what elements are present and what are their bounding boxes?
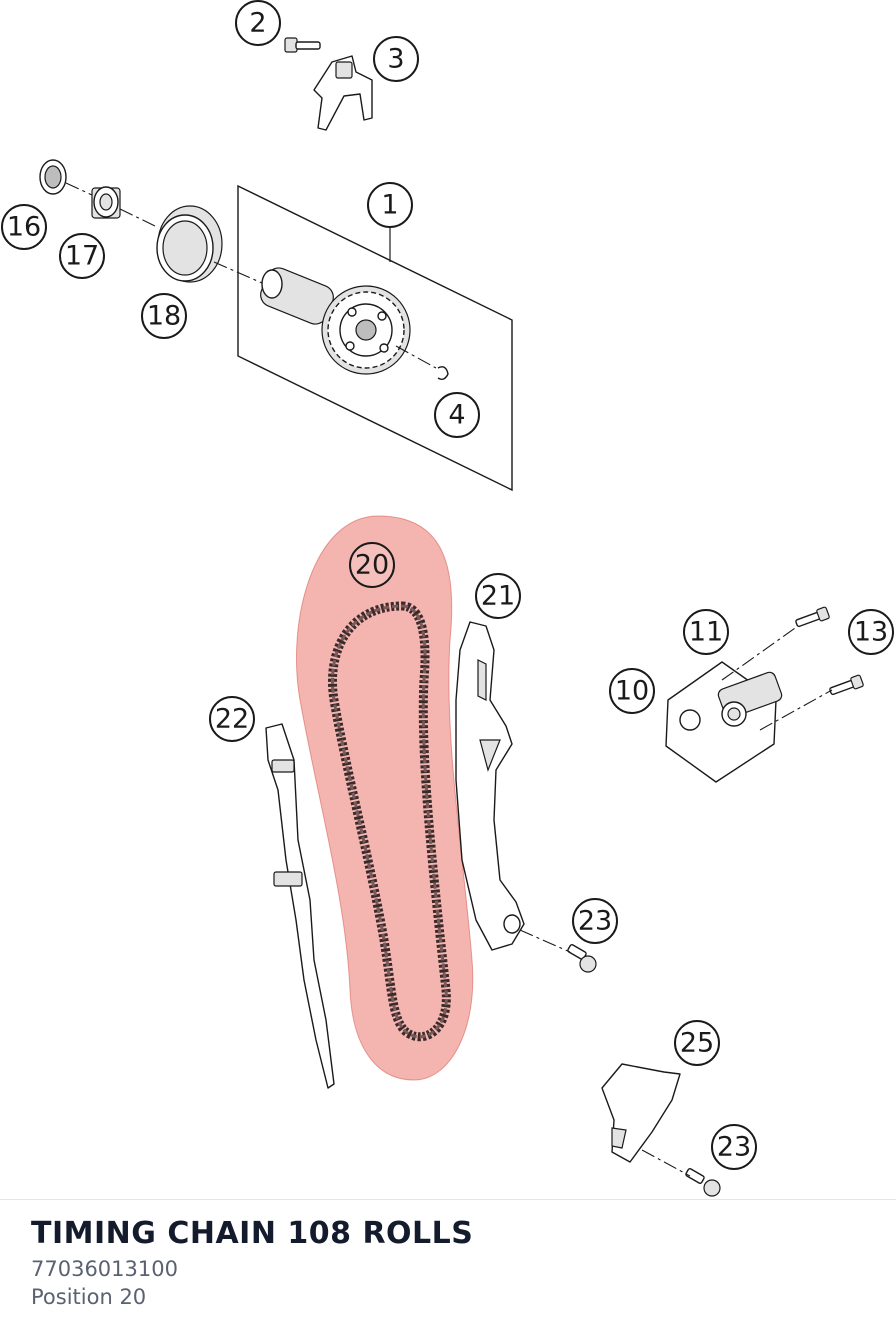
callout-22[interactable]: 22	[209, 696, 255, 742]
part-seal-16[interactable]	[39, 159, 67, 195]
part-bolt-23-lower[interactable]	[685, 1168, 721, 1197]
part-tensioner-rail-21[interactable]	[455, 621, 525, 951]
callout-17[interactable]: 17	[59, 233, 105, 279]
callout-23-lower[interactable]: 23	[711, 1124, 757, 1170]
part-guide-25[interactable]	[601, 1063, 681, 1163]
callout-1[interactable]: 1	[367, 182, 413, 228]
part-title: TIMING CHAIN 108 ROLLS	[31, 1216, 474, 1251]
part-guide-rail-22[interactable]	[265, 723, 335, 1089]
part-position: Position 20	[31, 1285, 147, 1309]
part-bolt-13[interactable]	[829, 674, 864, 696]
part-number: 77036013100	[31, 1257, 178, 1281]
part-camshaft-1[interactable]	[257, 264, 411, 375]
callout-13[interactable]: 13	[848, 609, 894, 655]
callout-20[interactable]: 20	[349, 542, 395, 588]
part-bolt-2[interactable]	[284, 37, 321, 53]
part-tensioner-10[interactable]	[665, 661, 783, 783]
part-info-panel: TIMING CHAIN 108 ROLLS 77036013100 Posit…	[0, 1199, 896, 1336]
part-bracket-3[interactable]	[313, 55, 373, 131]
callout-3[interactable]: 3	[373, 36, 419, 82]
part-clip-4[interactable]	[437, 366, 449, 381]
part-bolt-23-upper[interactable]	[567, 944, 597, 973]
callout-23-upper[interactable]: 23	[572, 898, 618, 944]
callout-18[interactable]: 18	[141, 293, 187, 339]
callout-2[interactable]: 2	[235, 0, 281, 46]
camshaft-assembly-frame	[237, 184, 513, 492]
part-timing-chain-20[interactable]	[328, 601, 451, 1042]
part-bolt-11[interactable]	[795, 606, 830, 628]
callout-21[interactable]: 21	[475, 573, 521, 619]
part-bearing-18[interactable]	[156, 205, 223, 283]
callout-11[interactable]: 11	[683, 609, 729, 655]
callout-25[interactable]: 25	[674, 1020, 720, 1066]
exploded-parts-diagram: 1 2 3 4 10 11 13 16 17 18 20 21	[1, 0, 894, 1197]
part-bearing-17[interactable]	[91, 186, 121, 219]
callout-16[interactable]: 16	[1, 204, 47, 250]
callout-10[interactable]: 10	[609, 668, 655, 714]
callout-4[interactable]: 4	[434, 392, 480, 438]
